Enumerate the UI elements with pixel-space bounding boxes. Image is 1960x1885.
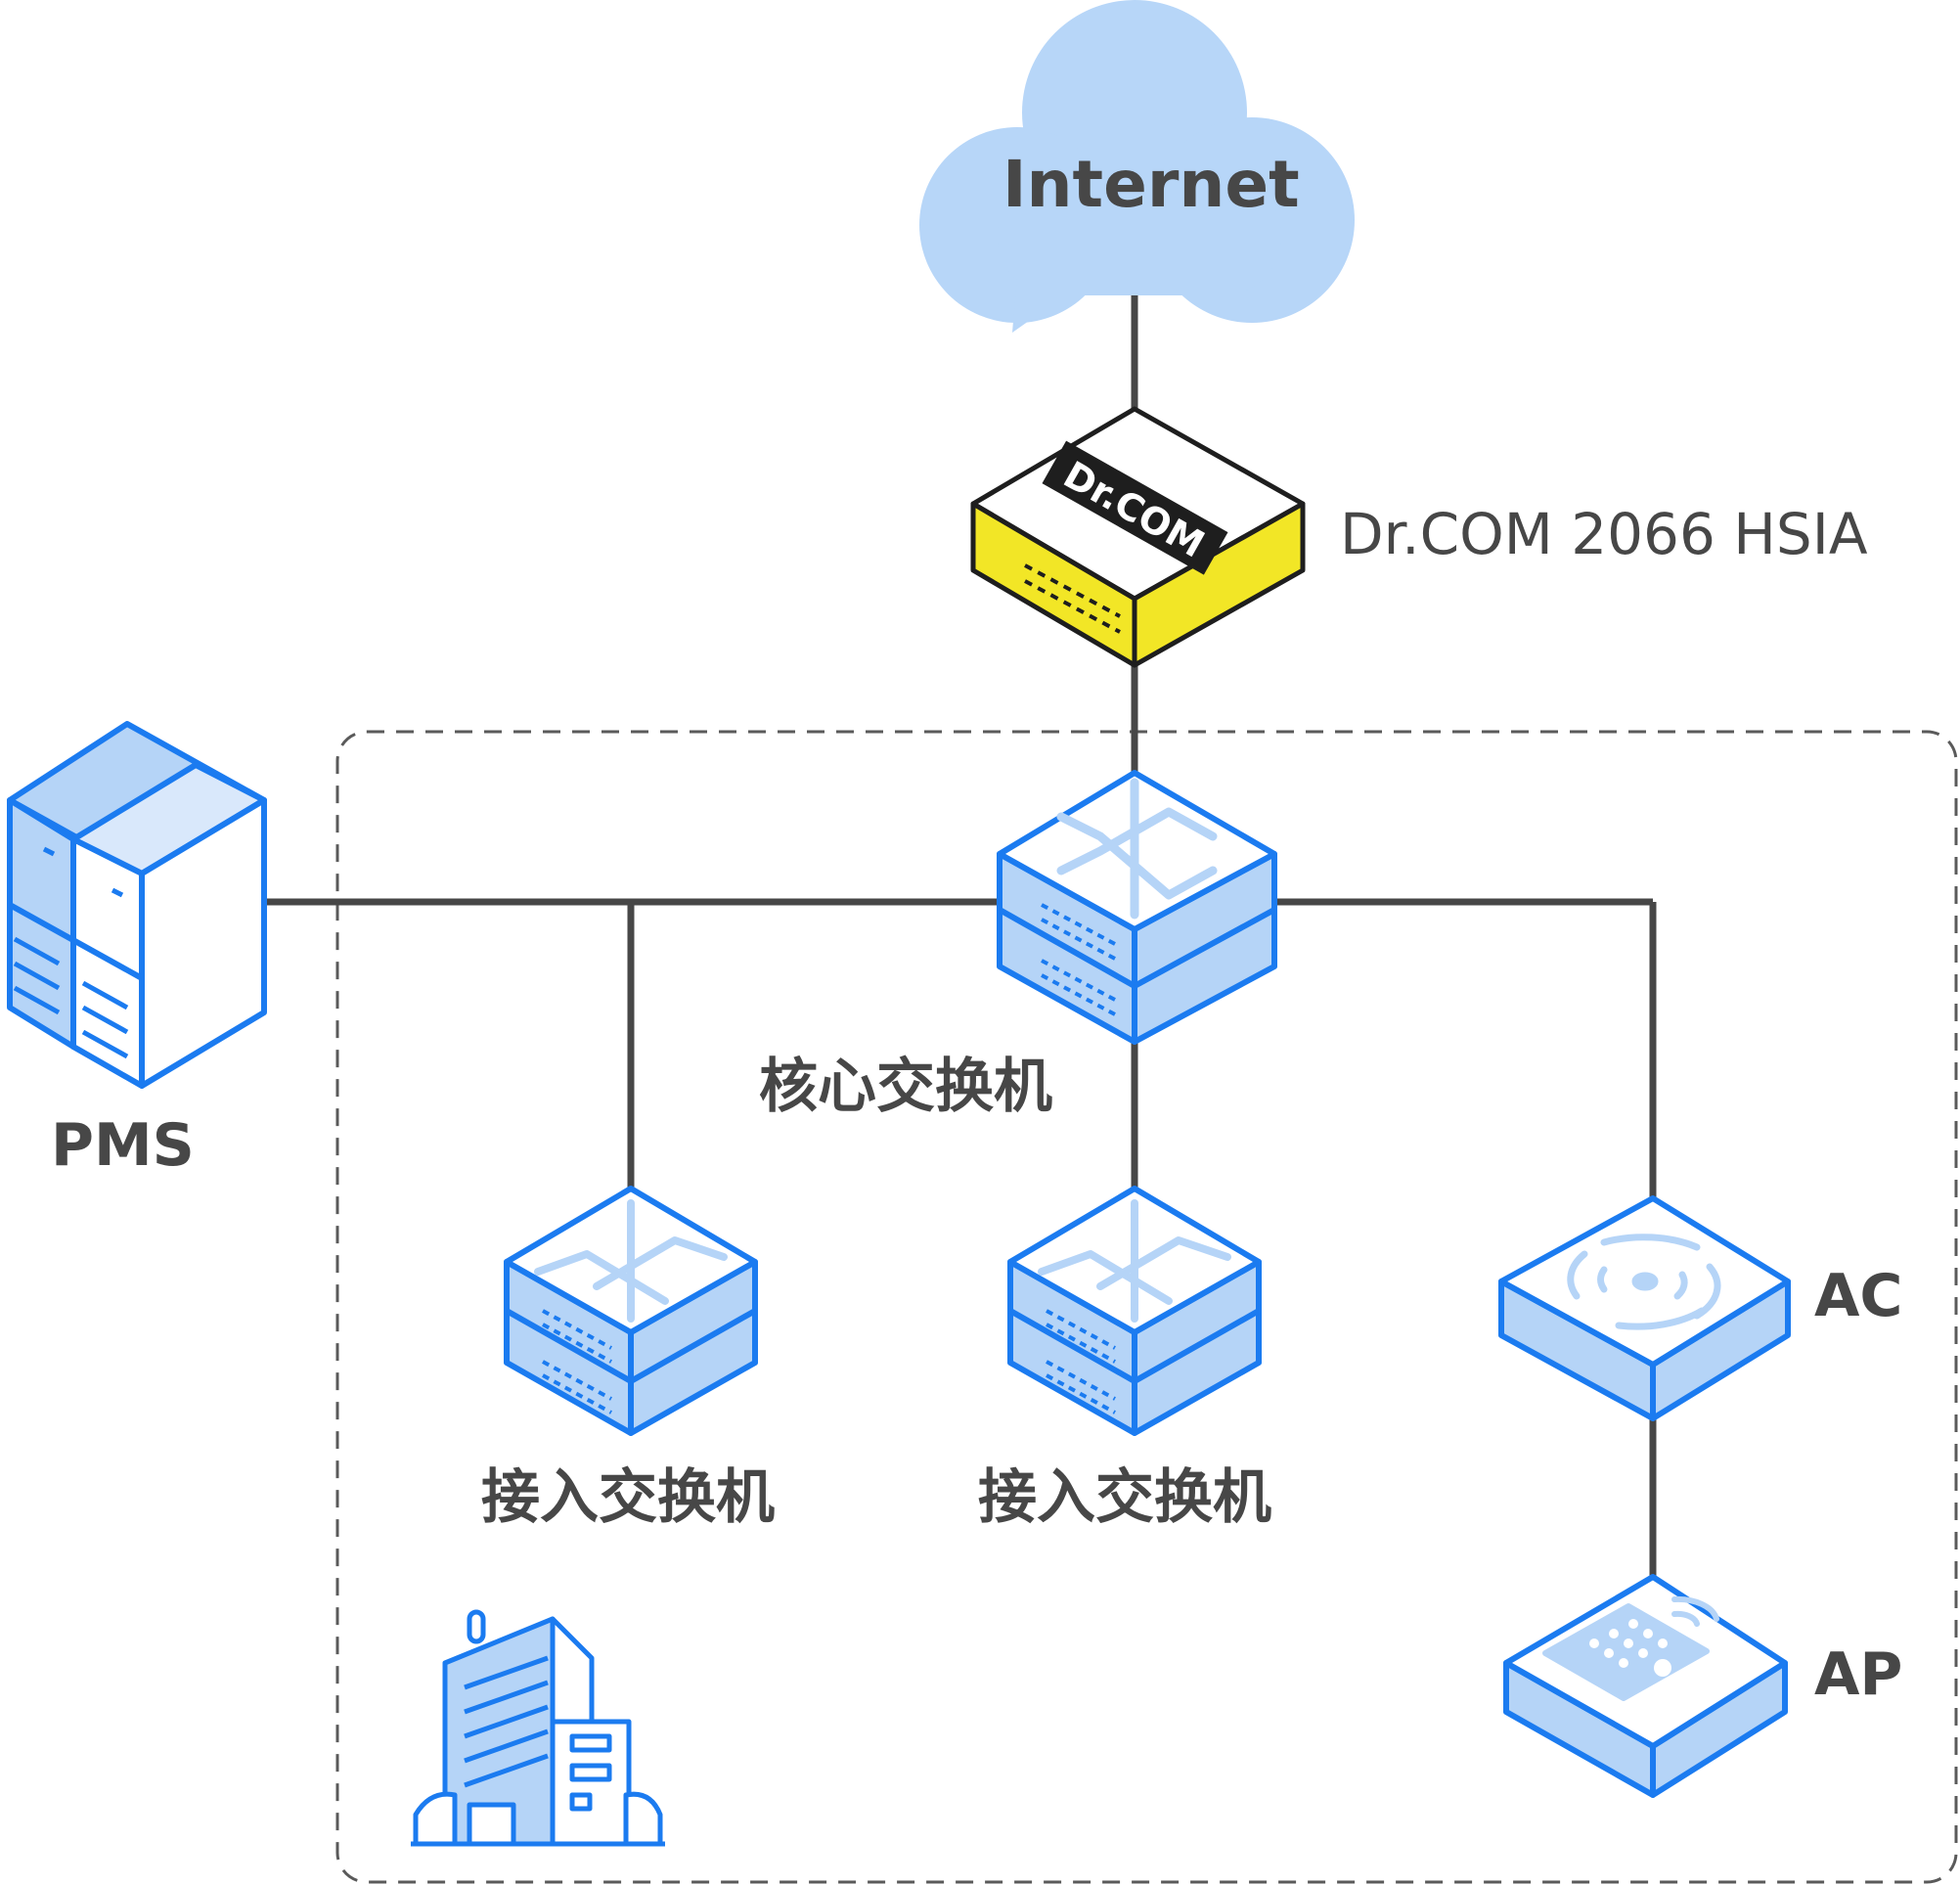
cloud-icon (919, 0, 1355, 333)
wireless-controller-icon (1498, 1195, 1791, 1421)
core-switch-label: 核心交换机 (759, 1053, 1052, 1121)
router-icon: Dr.COM (970, 406, 1306, 668)
access-point-icon (1503, 1574, 1788, 1798)
building-icon (411, 1609, 665, 1847)
core-switch-icon (997, 770, 1277, 1045)
access-switch-icon-2 (1007, 1186, 1262, 1436)
access-switch-label-2: 接入交换机 (978, 1463, 1271, 1532)
network-zone-border (335, 730, 1958, 1884)
ac-label: AC (1814, 1262, 1903, 1330)
access-switch-label-1: 接入交换机 (481, 1463, 775, 1532)
ap-label: AP (1814, 1640, 1903, 1709)
internet-label: Internet (1002, 147, 1300, 222)
pms-label: PMS (51, 1111, 195, 1180)
access-switch-icon-1 (504, 1186, 758, 1436)
server-icon (7, 721, 267, 1089)
gateway-label: Dr.COM 2066 HSIA (1340, 501, 1868, 567)
connection-lines (264, 293, 1657, 1577)
